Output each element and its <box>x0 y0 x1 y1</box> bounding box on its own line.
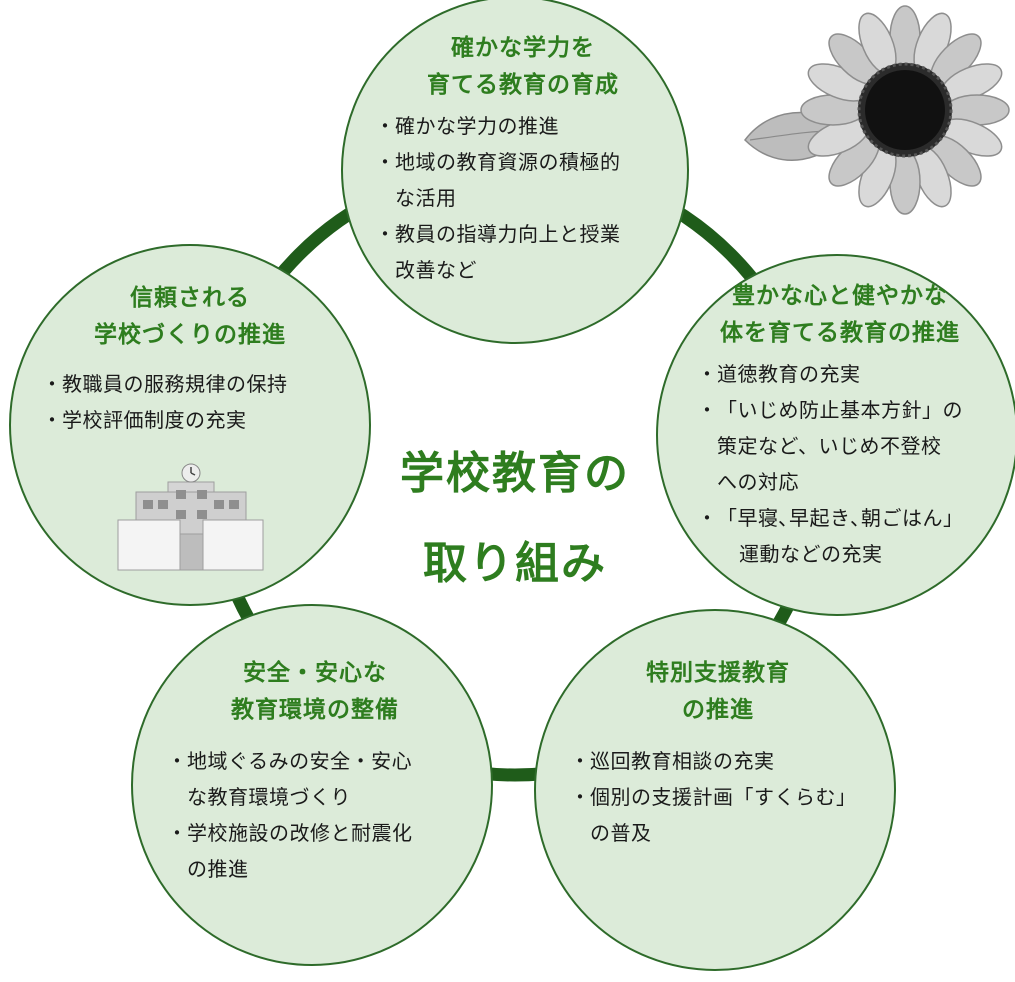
circle-right <box>656 254 1015 616</box>
list-item: ・教員の指導力向上と授業 <box>375 222 621 246</box>
circle-bottom-right <box>534 609 896 971</box>
circle-bottom-left-title-line1: 安全・安心な <box>243 660 387 686</box>
circle-left-content: 信頼される 学校づくりの推進 ・教職員の服務規律の保持 ・学校評価制度の充実 <box>40 280 340 438</box>
list-item: の推進 <box>187 857 249 881</box>
list-item: への対応 <box>717 470 799 494</box>
circle-top-content: 確かな学力を 育てる教育の育成 ・確かな学力の推進 ・地域の教育資源の積極的 な… <box>373 30 673 288</box>
list-item: 運動などの充実 <box>739 542 883 566</box>
school-building-icon <box>117 463 264 571</box>
circle-bottom-left-content: 安全・安心な 教育環境の整備 ・地域ぐるみの安全・安心 な教育環境づくり ・学校… <box>165 655 465 887</box>
circle-left-title-line2: 学校づくりの推進 <box>94 322 286 348</box>
circle-bottom-left-title-line2: 教育環境の整備 <box>231 697 399 723</box>
list-item: ・「早寝､早起き､朝ごはん」 <box>697 506 964 530</box>
circle-top-title-line1: 確かな学力を <box>451 35 595 61</box>
list-item: の普及 <box>590 821 652 845</box>
list-item: ・教職員の服務規律の保持 <box>42 372 288 396</box>
list-item: な活用 <box>395 186 457 210</box>
list-item: ・学校施設の改修と耐震化 <box>167 821 413 845</box>
sunflower-icon <box>744 5 1010 215</box>
circle-bottom-right-title-line2: の推進 <box>682 697 754 723</box>
list-item: 策定など、いじめ不登校 <box>717 434 942 458</box>
list-item: ・道徳教育の充実 <box>697 362 861 386</box>
circle-bottom-right-content: 特別支援教育 の推進 ・巡回教育相談の充実 ・個別の支援計画「すくらむ」 の普及 <box>568 655 868 851</box>
circle-right-title-line1: 豊かな心と健やかな <box>732 283 948 309</box>
list-item: ・確かな学力の推進 <box>375 114 559 138</box>
list-item: 改善など <box>395 258 477 282</box>
circle-right-content: 豊かな心と健やかな 体を育てる教育の推進 ・道徳教育の充実 ・「いじめ防止基本方… <box>695 278 985 572</box>
list-item: ・「いじめ防止基本方針」の <box>697 398 963 422</box>
list-item: ・個別の支援計画「すくらむ」 <box>570 785 857 809</box>
circle-bottom-right-title-line1: 特別支援教育 <box>646 660 790 686</box>
list-item: ・地域ぐるみの安全・安心 <box>167 749 413 773</box>
list-item: な教育環境づくり <box>187 785 351 809</box>
list-item: ・巡回教育相談の充実 <box>570 749 775 773</box>
circle-top-title-line2: 育てる教育の育成 <box>427 72 619 98</box>
circle-top <box>341 0 689 344</box>
center-title-line1: 学校教育の <box>400 448 630 499</box>
circle-right-title-line2: 体を育てる教育の推進 <box>720 320 960 346</box>
list-item: ・地域の教育資源の積極的 <box>375 150 621 174</box>
circle-bottom-left <box>131 604 493 966</box>
circle-left-title-line1: 信頼される <box>130 285 250 311</box>
list-item: ・学校評価制度の充実 <box>42 408 247 432</box>
center-title-line2: 取り組み <box>423 538 607 589</box>
circle-left <box>9 244 371 606</box>
